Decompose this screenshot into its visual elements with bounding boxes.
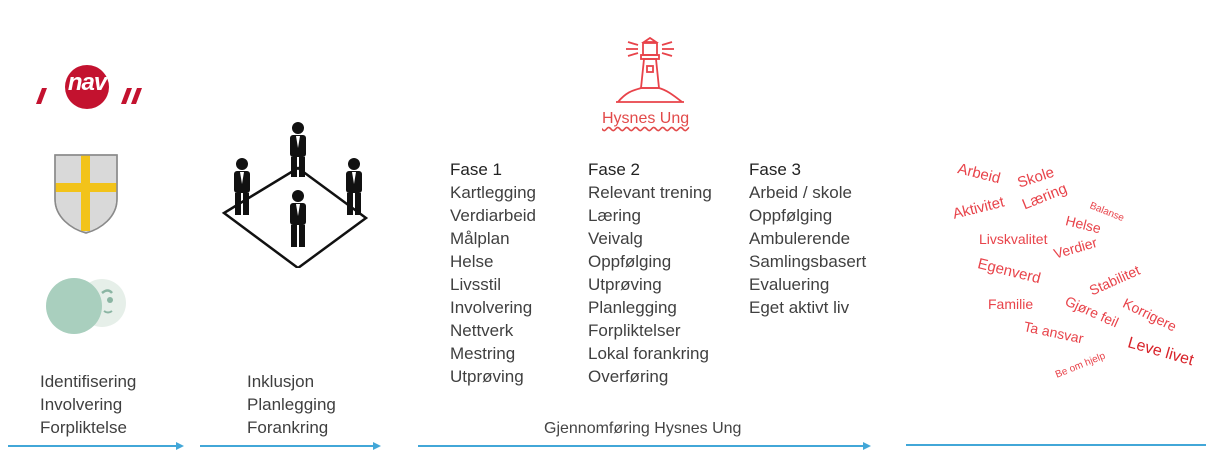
phase1-title: Fase 1 (450, 160, 502, 179)
nav-logo-text: nav (67, 69, 107, 96)
phase3-title: Fase 3 (749, 160, 801, 179)
phase3-item: Ambulerende (749, 229, 851, 248)
phase3-list: Fase 3 Arbeid / skole Oppfølging Ambuler… (749, 158, 866, 319)
word-aktivitet: Aktivitet (950, 193, 1007, 223)
lighthouse-icon (614, 36, 686, 113)
divider-line-right (906, 444, 1206, 446)
phase2-item: Lokal forankring (588, 344, 709, 363)
phase3-item: Eget aktivt liv (749, 298, 850, 317)
phase3-item: Oppfølging (749, 206, 833, 225)
column2-item: Inklusjon (247, 372, 315, 391)
column2-list: Inklusjon Planlegging Forankring (247, 370, 336, 439)
column2-item: Forankring (247, 418, 329, 437)
word-ta-ansvar: Ta ansvar (1022, 318, 1086, 347)
word-familie: Familie (988, 296, 1034, 312)
word-egenverd: Egenverd (975, 255, 1043, 288)
phase1-item: Utprøving (450, 367, 524, 386)
phase2-list: Fase 2 Relevant trening Læring Veivalg O… (588, 158, 712, 388)
nav-logo-graphic (36, 65, 142, 109)
phase3-item: Evaluering (749, 275, 830, 294)
word-arbeid: Arbeid (955, 160, 1003, 188)
phase2-item: Veivalg (588, 229, 643, 248)
gjennomforing-label: Gjennomføring Hysnes Ung (544, 420, 742, 437)
speech-bubble-face-icon (40, 275, 132, 342)
word-verdier: Verdier (1051, 234, 1099, 262)
phase1-item: Nettverk (450, 321, 514, 340)
word-gjore-feil: Gjøre feil (1062, 292, 1122, 331)
phase3-item: Arbeid / skole (749, 183, 852, 202)
phase2-title: Fase 2 (588, 160, 640, 179)
phase2-item: Forpliktelser (588, 321, 681, 340)
word-stabilitet: Stabilitet (1086, 261, 1143, 299)
word-livskvalitet: Livskvalitet (979, 231, 1048, 247)
phase1-item: Målplan (450, 229, 510, 248)
phase2-item: Planlegging (588, 298, 677, 317)
phase1-item: Kartlegging (450, 183, 537, 202)
word-be-om-hjelp: Be om hjelp (1053, 350, 1108, 381)
coat-of-arms-icon (53, 153, 119, 240)
phase3-item: Samlingsbasert (749, 252, 867, 271)
word-helse: Helse (1064, 212, 1103, 237)
phase2-item: Overføring (588, 367, 669, 386)
column1-list: Identifisering Involvering Forpliktelse (40, 370, 136, 439)
arrow-2-line (200, 445, 375, 447)
phase1-list: Fase 1 Kartlegging Verdiarbeid Målplan H… (450, 158, 536, 388)
arrow-3-line (418, 445, 865, 447)
phase2-item: Utprøving (588, 275, 662, 294)
column2-item: Planlegging (247, 395, 336, 414)
word-leve-livet: Leve livet (1125, 334, 1196, 370)
arrow-1-line (8, 445, 178, 447)
phase1-item: Helse (450, 252, 494, 271)
arrow-3-head (863, 441, 871, 450)
arrow-1-head (176, 441, 184, 450)
phase1-item: Involvering (450, 298, 533, 317)
phase1-item: Verdiarbeid (450, 206, 537, 225)
phase1-item: Livsstil (450, 275, 502, 294)
people-network-icon (210, 118, 380, 273)
nav-logo: nav (30, 60, 145, 110)
column1-item: Identifisering (40, 372, 137, 391)
phase1-item: Mestring (450, 344, 516, 363)
column1-item: Forpliktelse (40, 418, 127, 437)
arrow-2-head (373, 441, 381, 450)
hysnes-ung-title: Hysnes Ung (602, 110, 690, 127)
column1-item: Involvering (40, 395, 123, 414)
phase2-item: Oppfølging (588, 252, 672, 271)
phase2-item: Relevant trening (588, 183, 712, 202)
phase2-item: Læring (588, 206, 641, 225)
word-korrigere: Korrigere (1120, 294, 1180, 335)
